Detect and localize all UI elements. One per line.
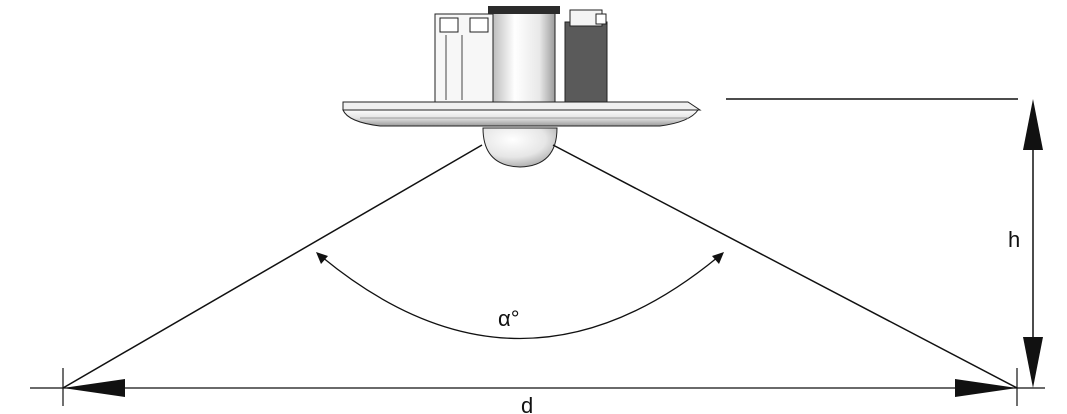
detection-boundary-left <box>62 144 483 389</box>
ceiling-motion-sensor-icon <box>342 6 702 168</box>
height-label: h <box>1008 227 1020 252</box>
detection-boundary-right <box>552 144 1018 389</box>
distance-dimension <box>63 379 1017 397</box>
height-dimension <box>1023 99 1043 388</box>
angle-label: α° <box>498 306 520 331</box>
distance-label: d <box>521 393 533 414</box>
angle-arc <box>316 252 724 340</box>
